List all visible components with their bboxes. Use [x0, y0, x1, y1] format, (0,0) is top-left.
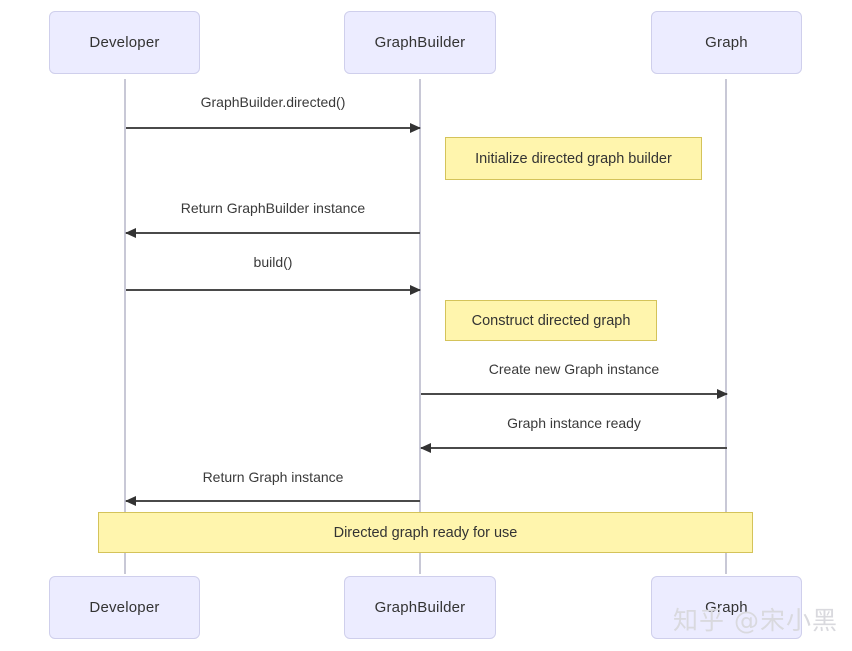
lifeline-graph	[725, 79, 727, 574]
message-label-3: build()	[253, 254, 293, 270]
participant-graphbuilder-top[interactable]: GraphBuilder	[344, 11, 496, 74]
participant-graph-bottom[interactable]: Graph	[651, 576, 802, 639]
message-arrow-2	[125, 228, 420, 238]
note-initialize-directed-graph-builder: Initialize directed graph builder	[445, 137, 702, 180]
arrowhead-right-icon	[410, 123, 421, 133]
message-arrow-4	[421, 389, 728, 399]
arrowhead-left-icon	[420, 443, 431, 453]
note-label-2: Construct directed graph	[471, 312, 631, 329]
participant-developer-bottom-label: Developer	[89, 599, 160, 616]
message-arrow-5	[420, 443, 727, 453]
message-label-5: Graph instance ready	[507, 415, 641, 431]
lifeline-developer	[124, 79, 126, 574]
participant-developer-bottom[interactable]: Developer	[49, 576, 200, 639]
note-construct-directed-graph: Construct directed graph	[445, 300, 657, 341]
note-directed-graph-ready-for-use: Directed graph ready for use	[98, 512, 753, 553]
participant-developer-top-label: Developer	[89, 34, 160, 51]
message-arrow-1	[126, 123, 421, 133]
note-label-3: Directed graph ready for use	[333, 524, 518, 541]
message-arrow-3	[126, 285, 421, 295]
note-label-1: Initialize directed graph builder	[475, 150, 672, 167]
participant-graphbuilder-bottom-label: GraphBuilder	[374, 599, 466, 616]
participant-graph-bottom-label: Graph	[705, 599, 748, 616]
message-label-4: Create new Graph instance	[488, 361, 660, 377]
lifeline-graphbuilder	[419, 79, 421, 574]
participant-graphbuilder-bottom[interactable]: GraphBuilder	[344, 576, 496, 639]
message-label-1: GraphBuilder.directed()	[200, 94, 346, 110]
arrowhead-right-icon	[717, 389, 728, 399]
participant-developer-top[interactable]: Developer	[49, 11, 200, 74]
message-arrow-6	[125, 496, 420, 506]
arrowhead-left-icon	[125, 496, 136, 506]
participant-graph-top-label: Graph	[705, 34, 748, 51]
arrowhead-left-icon	[125, 228, 136, 238]
message-label-2: Return GraphBuilder instance	[180, 200, 366, 216]
arrowhead-right-icon	[410, 285, 421, 295]
message-label-6: Return Graph instance	[202, 469, 344, 485]
participant-graph-top[interactable]: Graph	[651, 11, 802, 74]
participant-graphbuilder-top-label: GraphBuilder	[374, 34, 466, 51]
